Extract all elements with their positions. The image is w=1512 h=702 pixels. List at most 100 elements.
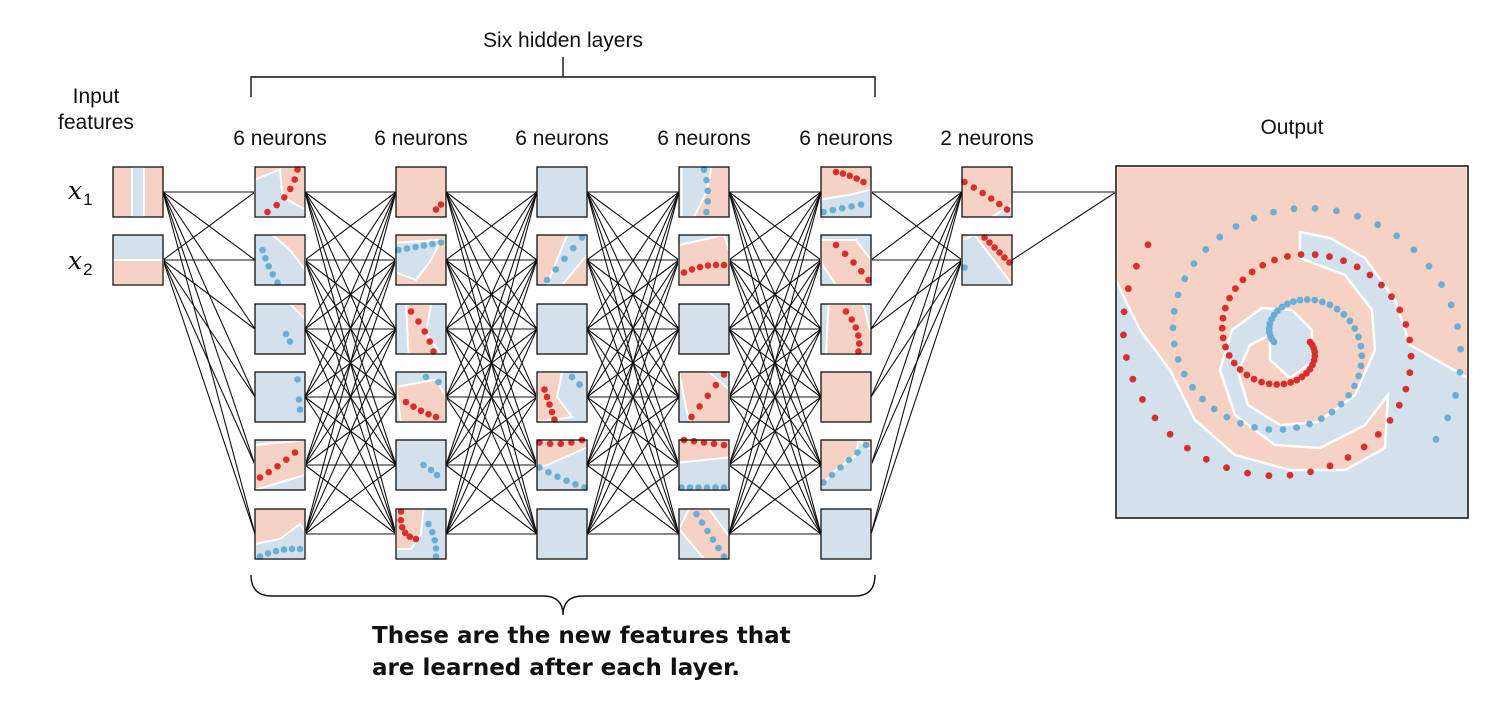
output-panel [1114,164,1470,519]
neuron-point [256,553,264,560]
neuron-point [829,206,837,214]
neuron-point [678,484,685,491]
output-red-point [1222,343,1229,351]
neuron-point [855,340,863,347]
neuron-point [853,175,860,182]
neuron-point [695,484,702,491]
neuron-point [536,439,543,446]
neuron-point [703,208,710,216]
neuron-point [280,546,288,553]
output-red-point [1402,321,1410,328]
neuron-frame [395,234,447,286]
output-red-point [1151,414,1159,422]
neuron-tile-l1-n2 [254,234,306,286]
connection-line [586,191,680,535]
neuron-tile-l4-n1 [678,166,730,218]
output-red-point [1386,417,1394,424]
neuron-point [712,261,720,269]
output-red-point [1265,380,1273,388]
neuron-point [981,234,988,241]
neuron-point [427,466,435,474]
connection-line [304,191,397,261]
neuron-point [704,392,712,400]
neuron-point [426,338,434,345]
neuron-frame [678,371,730,423]
neuron-point [410,403,417,410]
output-red-point [1344,454,1352,461]
output-red-point [1243,371,1251,379]
neuron-tile-l6-n1 [961,166,1013,218]
connection-line [445,191,538,330]
connection-line [445,259,538,535]
neuron-tile-l4-n2 [678,233,730,286]
neuron-point [395,246,402,254]
neuron-point [576,381,583,388]
neuron-point [845,456,853,464]
output-red-point [1406,336,1414,344]
connection-line [304,191,397,330]
connection-line [1011,191,1117,261]
connection-line [586,191,680,466]
neuron-point [838,204,846,212]
neuron-frame [820,371,872,423]
neuron-point [273,201,281,209]
neuron-point [703,176,710,184]
neuron-tile-l3-n1 [536,166,588,218]
connection-line [162,259,256,398]
neuron-point [987,195,995,202]
output-red-point [1287,379,1295,386]
neuron-frame [961,234,1013,286]
output-red-point [1120,308,1128,316]
output-red-point [1258,378,1265,386]
layer-label-6: 2 neurons [940,127,1034,150]
neuron-point [688,266,696,273]
neuron-point [700,439,708,446]
neuron-region [678,233,730,286]
neuron-tile-l2-n5 [395,439,447,491]
neuron-frame [254,508,306,560]
input-label-line2: features [58,111,134,134]
output-blue-point [1345,391,1353,399]
neuron-point [720,553,728,560]
output-red-point [1219,314,1227,322]
connection-line [870,191,963,535]
neuron-point [842,308,850,315]
neuron-point [1001,254,1008,261]
top-bracket [250,57,876,97]
neuron-point [430,348,437,355]
output-blue-point [1425,262,1433,270]
neuron-tile-l1-n5 [254,438,306,492]
output-blue-point [1170,340,1178,348]
neuron-point [557,440,565,448]
neuron-point [264,550,272,557]
neuron-point [991,244,998,251]
connection-line [870,191,963,261]
neuron-point [700,166,708,173]
neuron-point [704,198,712,205]
neuron-frame [536,166,588,218]
output-blue-point [1180,370,1188,378]
output-blue-point [1457,345,1464,353]
neuron-point [715,544,722,552]
output-red-point [1271,256,1278,264]
neuron-point [287,185,294,193]
neuron-point [425,520,432,528]
connection-line [445,191,538,398]
output-blue-point [1174,291,1182,299]
neuron-point [281,194,288,201]
neuron-point [837,464,844,471]
output-label: Output [1260,116,1324,139]
neuron-tile-l4-n3 [678,303,730,355]
output-blue-point [1181,275,1189,283]
connection-line [728,328,822,535]
neuron-point [848,316,855,323]
output-blue-point [1283,300,1291,308]
neuron-point [846,172,854,180]
output-blue-point [1447,301,1455,309]
neuron-point [294,376,301,383]
neuron-region [678,456,730,491]
neuron-point [291,449,299,456]
neuron-frame [254,303,306,355]
connection-line [728,191,822,466]
neuron-point [536,464,543,471]
